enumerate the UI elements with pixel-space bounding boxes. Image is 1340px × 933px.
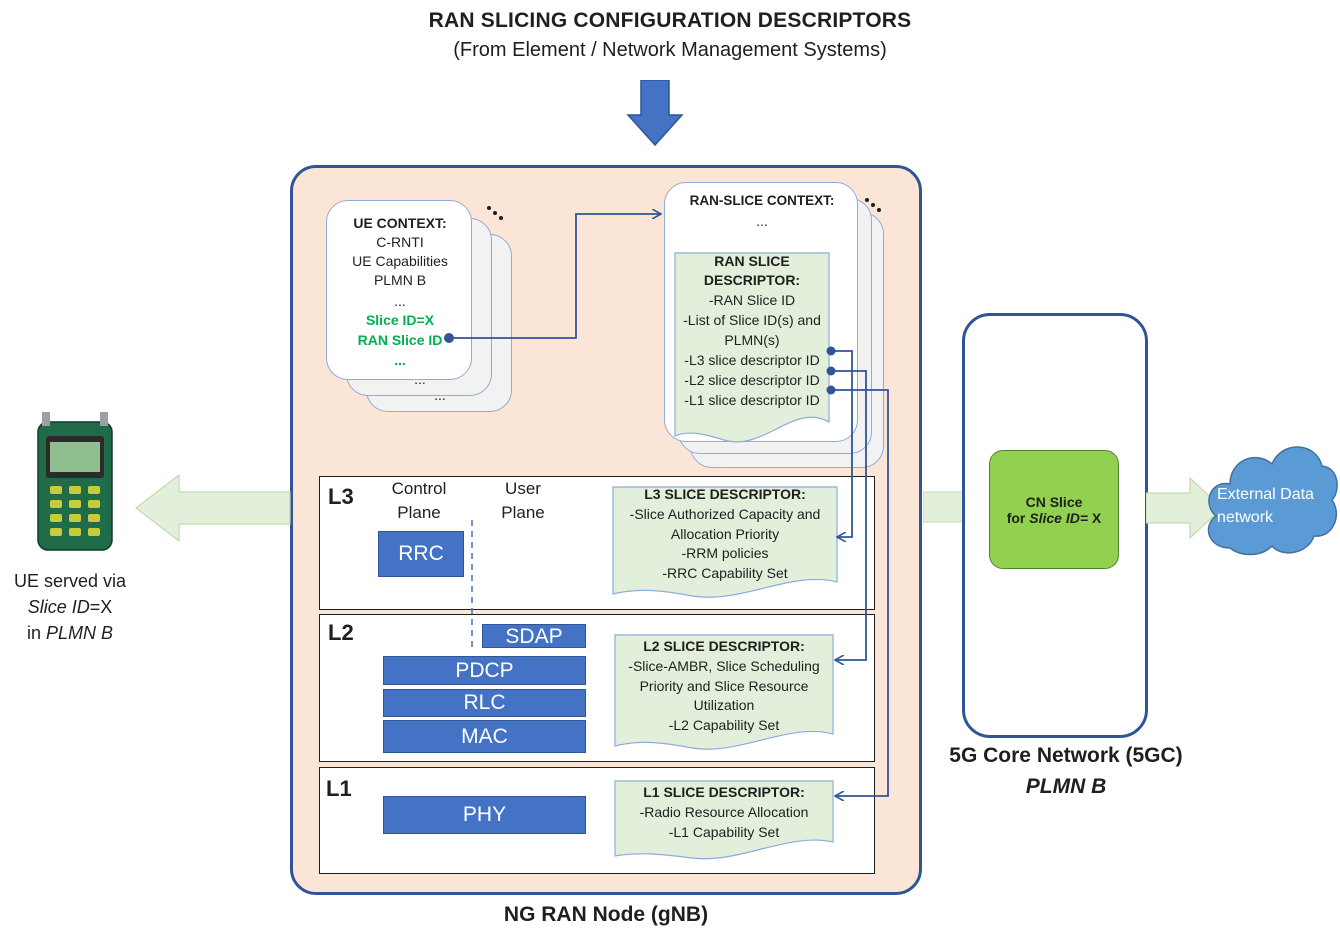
cn-slice-line-1: CN Slice — [1025, 493, 1083, 510]
ue-context-ellipsis: ... — [394, 293, 406, 309]
diagram-subtitle: (From Element / Network Management Syste… — [453, 39, 887, 61]
ue-context-stack-dots — [487, 206, 503, 220]
ue-link-arrow — [135, 473, 291, 543]
ue-context-crnti: C-RNTI — [376, 234, 424, 250]
ue-caption-line-3: in PLMN B — [0, 620, 140, 646]
l3-descriptor-connector — [831, 350, 853, 537]
l3-descriptor-priority: Allocation Priority — [670, 526, 780, 542]
ran-slice-context-heading: RAN-SLICE CONTEXT: — [689, 193, 835, 208]
l2-descriptor-connector — [831, 370, 867, 660]
cn-slice-box: CN Slice for Slice ID= X — [989, 450, 1119, 569]
ue-context-slice-id: Slice ID=X — [365, 312, 435, 328]
cn-slice-id-value: X — [1088, 509, 1102, 526]
ue-to-ran-slice-connector — [449, 214, 660, 339]
l3-descriptor-shape — [612, 486, 838, 598]
core-network-plmn: PLMN B — [1025, 775, 1107, 798]
ran-slice-context-stack-dots — [865, 198, 881, 212]
layer-l3-label: L3 — [328, 484, 354, 509]
l2-descriptor-priority: Priority and Slice Resource — [639, 678, 809, 694]
ue-caption-line-1: UE served via — [13, 571, 127, 591]
external-network-line-1: External Data — [1217, 486, 1314, 503]
rlc-block: RLC — [383, 689, 586, 717]
user-plane-label-2: Plane — [501, 503, 545, 522]
ran-core-link-bar — [923, 491, 965, 523]
ran-slice-descriptor-shape — [674, 252, 830, 443]
ue-caption-slice-id: Slice ID — [27, 597, 90, 617]
mac-block: MAC — [383, 720, 586, 753]
core-network-label: 5G Core Network (5GC) — [949, 744, 1183, 767]
cn-slice-for: for — [1006, 509, 1030, 526]
l2-descriptor-shape — [614, 634, 834, 750]
ran-slice-descriptor-l3-id: -L3 slice descriptor ID — [684, 352, 820, 368]
control-plane-label-2: Plane — [397, 503, 441, 522]
core-external-arrow — [1146, 476, 1223, 540]
l1-descriptor-heading: L1 SLICE DESCRIPTOR: — [643, 784, 805, 800]
ue-context-card: UE CONTEXT: C-RNTI UE Capabilities PLMN … — [326, 200, 472, 380]
external-network-line-2: network — [1217, 509, 1274, 526]
config-down-arrow — [626, 80, 684, 147]
external-network-cloud-icon — [1207, 446, 1338, 556]
pdcp-block: PDCP — [383, 656, 586, 685]
phy-block: PHY — [383, 796, 586, 834]
user-plane-label-1: User — [505, 479, 541, 498]
sdap-block: SDAP — [482, 624, 586, 648]
ng-ran-node-label: NG RAN Node (gNB) — [503, 903, 709, 926]
ue-context-ran-slice-id: RAN Slice ID — [357, 332, 443, 348]
cn-slice-id-label: Slice ID= — [1029, 509, 1089, 526]
ue-context-plmn: PLMN B — [373, 272, 427, 288]
l1-descriptor-connector — [831, 389, 889, 796]
l2-descriptor-heading: L2 SLICE DESCRIPTOR: — [643, 638, 805, 654]
cn-slice-line-2: for Slice ID= X — [990, 510, 1118, 526]
l1-descriptor-capability: -L1 Capability Set — [668, 824, 780, 840]
ue-caption-in: in — [26, 623, 46, 643]
ran-slice-descriptor-l2-id: -L2 slice descriptor ID — [684, 372, 820, 388]
ue-context-more: ... — [394, 352, 406, 368]
layer-l1-label: L1 — [326, 776, 352, 801]
ran-slice-descriptor-slice-list: -List of Slice ID(s) and — [683, 312, 821, 328]
l2-descriptor-utilization: Utilization — [693, 697, 755, 713]
layer-l2-label: L2 — [328, 620, 354, 645]
ue-caption-line-2: Slice ID=X — [0, 594, 140, 620]
ue-context-heading: UE CONTEXT: — [353, 215, 447, 231]
l1-descriptor-shape — [614, 780, 834, 860]
external-network-label: External Data network — [1217, 483, 1337, 529]
ran-slice-descriptor-heading-1: RAN SLICE — [714, 253, 790, 269]
ue-caption-plmn: PLMN B — [45, 623, 114, 643]
ue-caption: UE served via Slice ID=X in PLMN B — [0, 568, 140, 646]
l3-descriptor-rrc-capability: -RRC Capability Set — [662, 565, 788, 581]
ran-slice-descriptor-ran-slice-id: -RAN Slice ID — [708, 292, 796, 308]
l2-descriptor-ambr: -Slice-AMBR, Slice Scheduling — [628, 658, 820, 674]
ran-slice-descriptor-plmns: PLMN(s) — [724, 332, 780, 348]
l1-descriptor-radio-resource: -Radio Resource Allocation — [639, 804, 809, 820]
l3-descriptor-heading: L3 SLICE DESCRIPTOR: — [644, 486, 806, 502]
ran-slice-descriptor-heading-2: DESCRIPTOR: — [703, 272, 801, 288]
l3-descriptor-capacity: -Slice Authorized Capacity and — [629, 506, 821, 522]
ran-slice-descriptor-l1-id: -L1 slice descriptor ID — [684, 392, 820, 408]
control-plane-label-1: Control — [391, 479, 447, 498]
ran-slice-context-ellipsis: ... — [756, 213, 768, 229]
ue-caption-slice-value: =X — [89, 597, 113, 617]
rrc-block: RRC — [378, 531, 464, 577]
l2-descriptor-capability: -L2 Capability Set — [668, 717, 780, 733]
diagram-title: RAN SLICING CONFIGURATION DESCRIPTORS — [428, 9, 912, 32]
l3-descriptor-rrm: -RRM policies — [681, 545, 769, 561]
ue-context-capabilities: UE Capabilities — [352, 253, 448, 269]
ue-device-icon — [37, 412, 113, 551]
